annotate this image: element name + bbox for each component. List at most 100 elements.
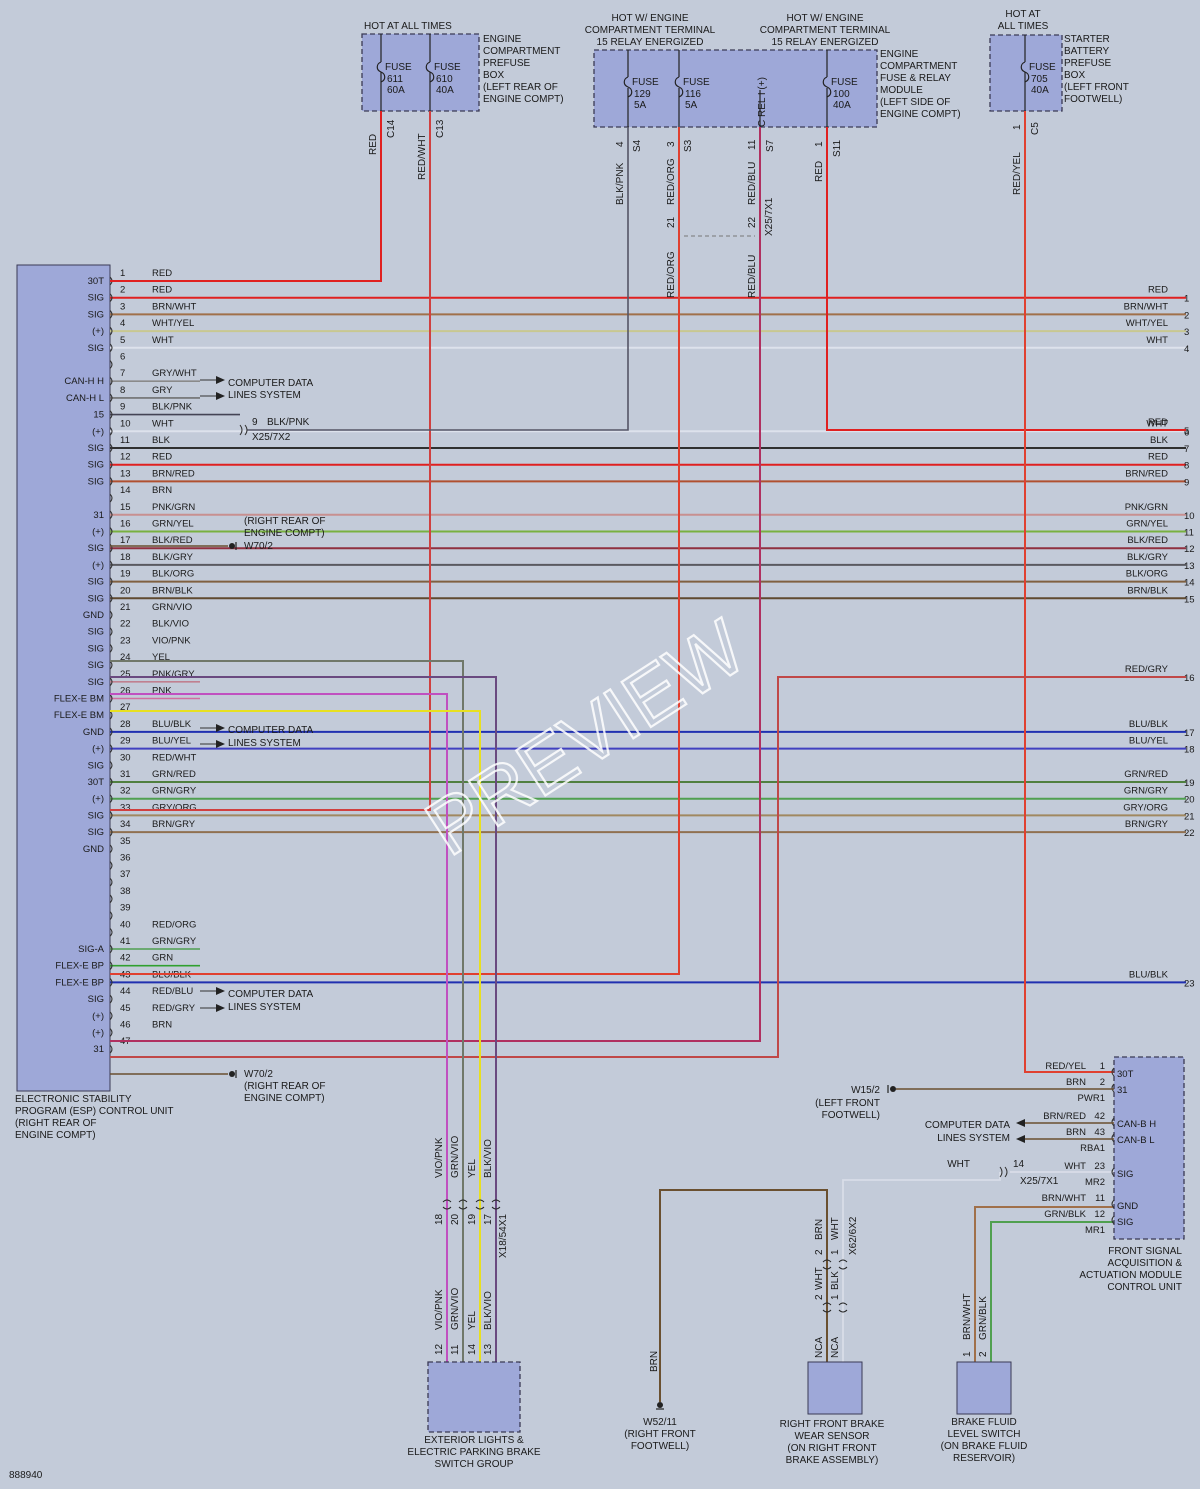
wire-wht-sensor bbox=[842, 1172, 1001, 1362]
starter-label-line: STARTER bbox=[1064, 34, 1110, 45]
fuse-name: FUSE bbox=[683, 77, 710, 88]
right-wire-number: 9 bbox=[1184, 477, 1189, 488]
fsam-wire-color: BRN bbox=[1066, 1127, 1086, 1138]
esp-pin-wire-color: BRN/BLK bbox=[152, 585, 193, 596]
pin-terminal-icon bbox=[109, 593, 113, 603]
esp-pin-wire-color: BRN/RED bbox=[152, 468, 195, 479]
exterior-lights-switch-group bbox=[427, 1361, 521, 1433]
fsam-pin-function: SIG bbox=[1117, 1217, 1133, 1228]
pin-terminal-icon bbox=[109, 1028, 113, 1037]
fsam-label-line: ACTUATION MODULE bbox=[1079, 1270, 1182, 1281]
pin-terminal-icon bbox=[109, 827, 113, 837]
ground-label-line: FOOTWELL) bbox=[822, 1110, 880, 1121]
pin-label: 11 bbox=[747, 139, 758, 150]
switch-label-line: (ON BRAKE FLUID bbox=[941, 1441, 1028, 1452]
esp-pin-number: 27 bbox=[120, 702, 131, 713]
right-wire-color: BLK bbox=[1150, 435, 1169, 446]
pin-terminal-icon bbox=[109, 911, 113, 920]
esp-pin-wire-color: GRN/GRY bbox=[152, 786, 197, 797]
esp-pin-function: SIG bbox=[88, 593, 104, 604]
pin-label: 2 bbox=[814, 1249, 825, 1255]
feed-wires bbox=[110, 111, 1186, 1073]
ground-w70-2-top: W70/2 (RIGHT REAR OF ENGINE COMPT) bbox=[110, 516, 325, 552]
pin-terminal-icon bbox=[1111, 1133, 1115, 1143]
esp-pin-function: SIG-A bbox=[78, 944, 105, 955]
ground-label-line: (RIGHT REAR OF bbox=[244, 516, 325, 527]
wire-blkpnk-fuse129 bbox=[247, 127, 629, 431]
pin-terminal-icon bbox=[109, 577, 113, 586]
pin-terminal-icon bbox=[1111, 1215, 1115, 1225]
esp-pin-function: CAN-H H bbox=[64, 376, 104, 387]
brake-wear-sensor-label: RIGHT FRONT BRAKE WEAR SENSOR (ON RIGHT … bbox=[780, 1419, 885, 1466]
esp-pin-function: SIG bbox=[88, 760, 104, 771]
ground-icon bbox=[229, 543, 235, 549]
pin-terminal-icon bbox=[109, 677, 113, 687]
ground-name: W70/2 bbox=[244, 541, 273, 552]
pin-terminal-icon bbox=[109, 961, 113, 971]
wire-label: RED bbox=[814, 161, 825, 182]
prefuse-label-line: ENGINE COMPT) bbox=[483, 94, 564, 105]
fuse-rating: 60A bbox=[387, 85, 405, 96]
cdl-label: COMPUTER DATA bbox=[228, 989, 314, 1000]
wire-red-fuse611 bbox=[110, 111, 382, 282]
esp-pin-number: 14 bbox=[120, 485, 131, 496]
esp-pin-number: 45 bbox=[120, 1003, 131, 1014]
esp-pin-wire-color: BRN/WHT bbox=[152, 301, 197, 312]
fsam-can-arrows: COMPUTER DATA LINES SYSTEM bbox=[925, 1119, 1114, 1144]
terminal-label: S11 bbox=[832, 140, 843, 157]
wire-label: WHT bbox=[947, 1159, 970, 1170]
esp-pin-wire-color: GRY/ORG bbox=[152, 802, 197, 813]
wire-label: WHT bbox=[814, 1267, 825, 1290]
right-wire-number: 19 bbox=[1184, 778, 1195, 789]
diagram-id: 888940 bbox=[9, 1470, 43, 1481]
esp-pin-wire-color: WHT bbox=[152, 335, 174, 346]
cdl-label: COMPUTER DATA bbox=[925, 1120, 1011, 1131]
pin-label: 18 bbox=[434, 1213, 445, 1225]
terminal-label: S4 bbox=[632, 139, 643, 152]
prefuse-label-line: PREFUSE bbox=[483, 58, 531, 69]
starter-label-line: (LEFT FRONT bbox=[1064, 82, 1129, 93]
esp-pin-function: SIG bbox=[88, 293, 104, 304]
brake-wear-sensor bbox=[807, 1361, 863, 1415]
right-wire-color: GRN/RED bbox=[1124, 769, 1168, 780]
right-wire-number: 12 bbox=[1184, 544, 1195, 555]
right-wire-color: PNK/GRN bbox=[1125, 502, 1168, 513]
sensor-label-line: (ON RIGHT FRONT bbox=[787, 1443, 876, 1454]
esp-pin-wire-color: BLU/BLK bbox=[152, 719, 192, 730]
esp-pin-wire-color: RED/ORG bbox=[152, 919, 196, 930]
fsam-wire-color: GRN/BLK bbox=[1044, 1209, 1086, 1220]
relay-fuse-129: FUSE 129 5A bbox=[623, 50, 659, 127]
ext-lights-label-line: SWITCH GROUP bbox=[435, 1459, 514, 1470]
terminal-label: C5 bbox=[1030, 122, 1041, 135]
esp-pin-number: 46 bbox=[120, 1020, 131, 1031]
wire-redyel-fuse705 bbox=[1024, 111, 1114, 1073]
pin-terminal-icon bbox=[109, 510, 113, 520]
esp-pin-wire-color: PNK/GRN bbox=[152, 502, 195, 513]
relay-header-2: HOT W/ ENGINE COMPARTMENT TERMINAL 15 RE… bbox=[760, 13, 891, 48]
esp-pin-function: FLEX-E BP bbox=[55, 977, 104, 988]
relay-header-line: COMPARTMENT TERMINAL bbox=[760, 25, 891, 36]
pin-label: 22 bbox=[747, 216, 758, 228]
esp-pin-wire-color: BLK/GRY bbox=[152, 552, 194, 563]
fuse-number: 129 bbox=[634, 89, 651, 100]
right-wire-color: BRN/WHT bbox=[1124, 301, 1169, 312]
fuse-name: FUSE bbox=[1029, 62, 1056, 73]
pin-label: 11 bbox=[450, 1344, 461, 1355]
wire-grnvio bbox=[110, 660, 464, 1362]
relay-label-line: COMPARTMENT bbox=[880, 61, 957, 72]
esp-pin-wire-color: RED/GRY bbox=[152, 1003, 196, 1014]
arrow-left-icon bbox=[1016, 1119, 1025, 1127]
pin-label: 1 bbox=[830, 1249, 841, 1255]
fsam-pin-function: CAN-B H bbox=[1117, 1119, 1156, 1130]
pin-terminal-icon bbox=[109, 627, 113, 637]
esp-pin-function: SIG bbox=[88, 660, 104, 671]
esp-pin-number: 22 bbox=[120, 619, 131, 630]
connector-label: X25/7X1 bbox=[764, 197, 775, 236]
ground-label-line: (LEFT FRONT bbox=[815, 1098, 880, 1109]
right-wire-color: RED bbox=[1148, 452, 1168, 463]
esp-label-line: ENGINE COMPT) bbox=[15, 1130, 96, 1141]
relay-fuse-100: FUSE 100 40A bbox=[822, 50, 858, 127]
esp-pin-wire-color: RED/BLU bbox=[152, 986, 193, 997]
esp-pin-wire-color: PNK/GRY bbox=[152, 669, 195, 680]
esp-pin-number: 5 bbox=[120, 335, 125, 346]
